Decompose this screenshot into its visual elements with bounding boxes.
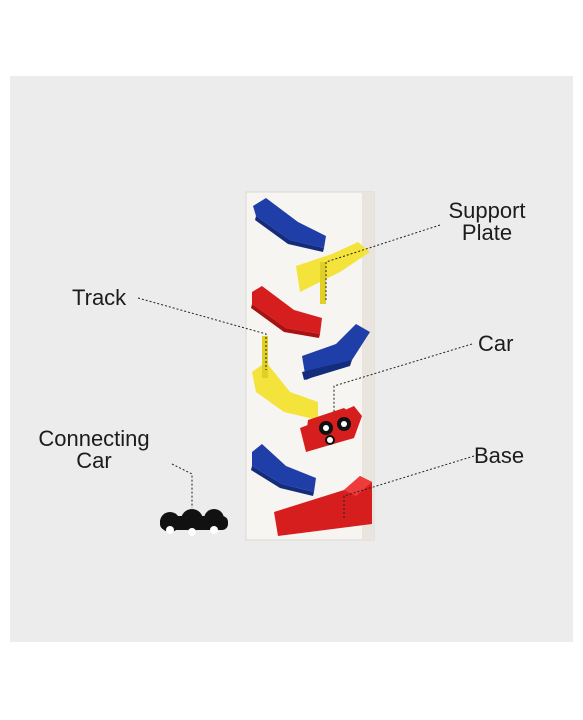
- car-label: Car: [478, 331, 514, 356]
- track-piece-blue-1: [253, 198, 326, 252]
- track-piece-blue-2: [302, 324, 370, 380]
- track-piece-red-1: [251, 286, 322, 338]
- track-label: Track: [72, 285, 127, 310]
- connecting-car-label-line1: Connecting: [38, 426, 150, 451]
- connecting-car-label-line2: Car: [76, 448, 112, 473]
- connecting-car-icon: [160, 509, 228, 536]
- red-toy-car-icon: [306, 408, 354, 448]
- base-label: Base: [474, 443, 525, 468]
- support-plate-label: Support Plate: [432, 200, 542, 244]
- base-piece: [274, 476, 372, 536]
- track-piece-yellow-1: [296, 242, 370, 304]
- connecting-car-label: Connecting Car: [24, 428, 164, 472]
- track-piece-blue-3: [251, 444, 316, 496]
- support-plate-label-line1: Support: [448, 198, 526, 223]
- support-plate-label-line2: Plate: [461, 220, 513, 245]
- leader-lines: [137, 224, 475, 520]
